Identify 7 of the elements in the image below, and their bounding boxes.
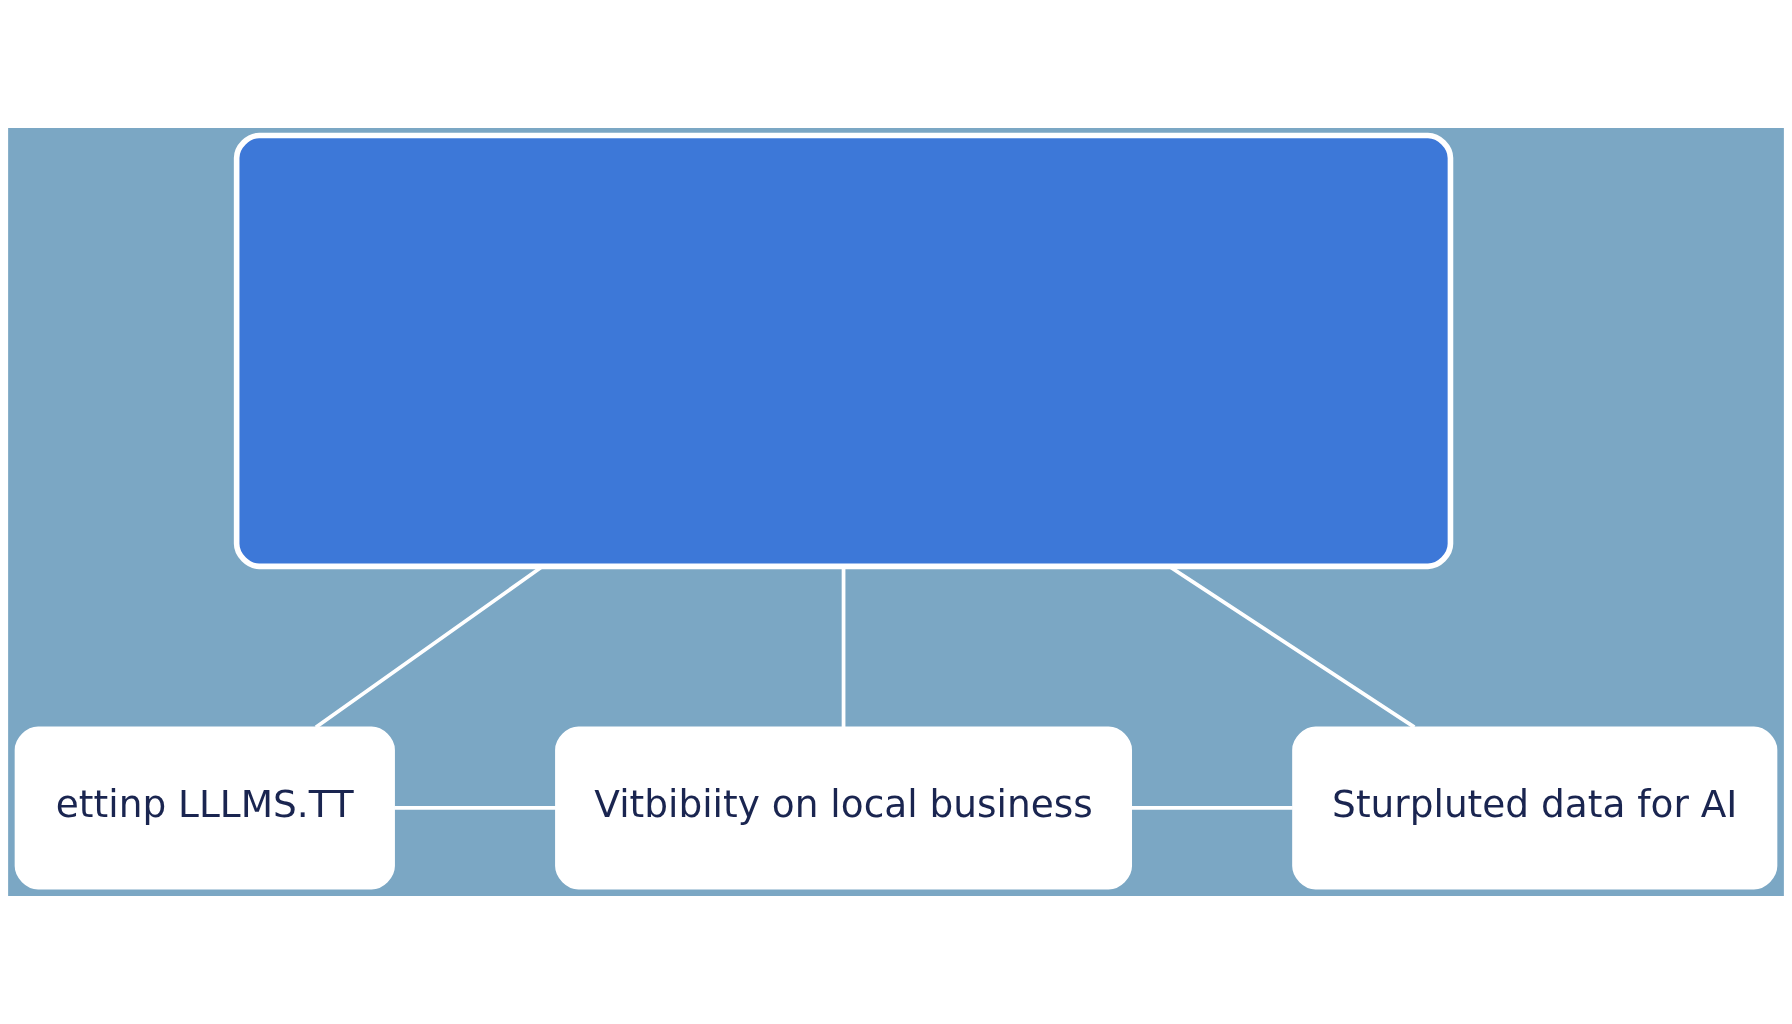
node-box: ettinp LLLMS.TT <box>14 726 395 890</box>
connector <box>841 566 846 728</box>
node-box: Vitbibiity on local business <box>555 726 1132 890</box>
node-box <box>233 132 1454 570</box>
connector <box>394 806 556 810</box>
connector <box>1131 806 1293 810</box>
node-box: Sturpluted data for AI <box>1292 726 1778 890</box>
